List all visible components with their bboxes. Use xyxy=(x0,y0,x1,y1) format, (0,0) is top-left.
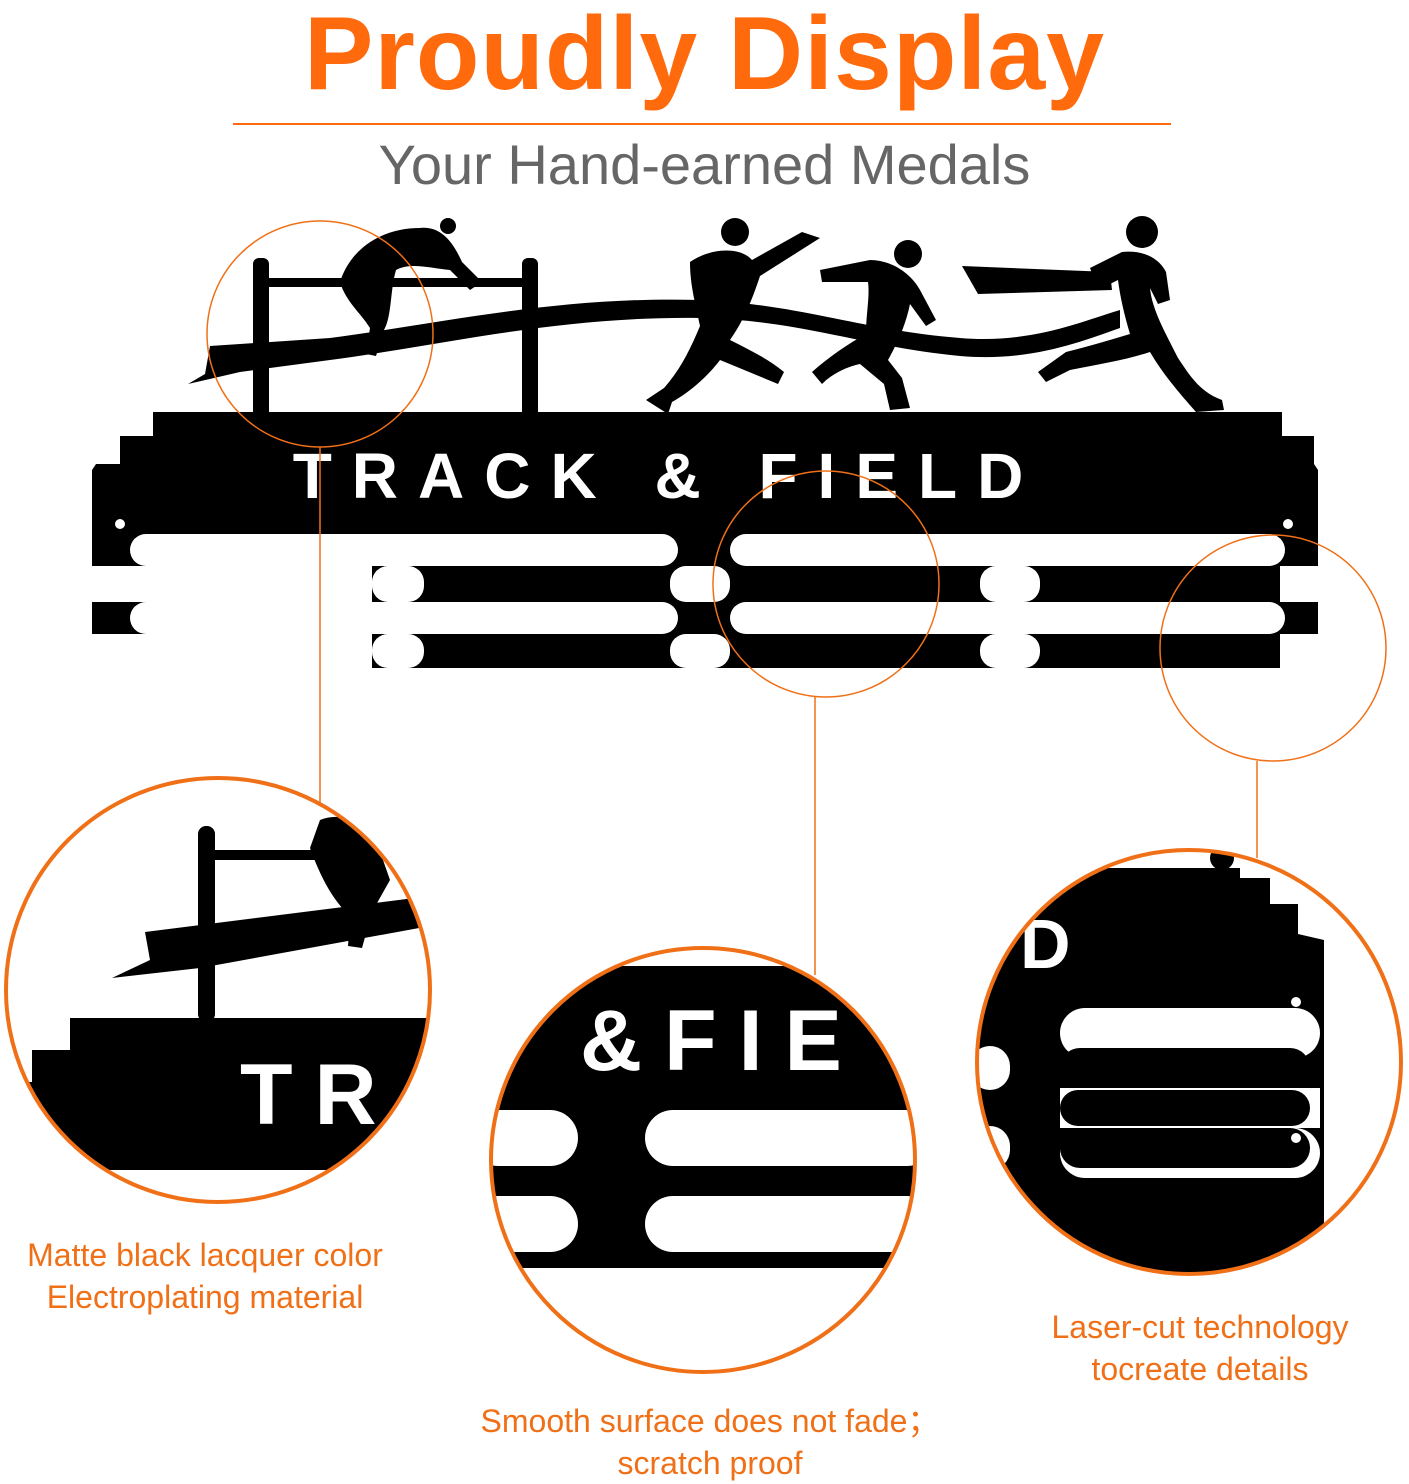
high-jumper-figure xyxy=(340,227,482,356)
feature-caption-laser: Laser-cut technology tocreate details xyxy=(1000,1306,1400,1390)
headline-divider xyxy=(233,123,1171,125)
relay-runner-2-figure xyxy=(812,240,936,410)
headline-subtitle: Your Hand-earned Medals xyxy=(378,133,1031,196)
feature-1-line-2: Electroplating material xyxy=(46,1279,364,1315)
finish-runner-figure xyxy=(1038,216,1224,412)
medal-hanger: TRACK & FIELD xyxy=(92,216,1320,668)
feature-caption-finish: Matte black lacquer color Electroplating… xyxy=(0,1234,410,1318)
high-jump-post-right xyxy=(522,258,538,418)
hanger-slots xyxy=(92,534,1320,668)
headline-title: Proudly Display xyxy=(304,0,1105,112)
zoom-3-text: D xyxy=(1020,905,1071,983)
feature-2-line-2: scratch proof xyxy=(617,1445,803,1481)
feature-3-line-2: tocreate details xyxy=(1091,1351,1309,1387)
zoom-detail-2: &FIE xyxy=(489,946,917,1374)
relay-runner-1-figure xyxy=(646,218,820,414)
feature-2-line-1: Smooth surface does not fade； xyxy=(480,1403,940,1439)
feature-caption-surface: Smooth surface does not fade； scratch pr… xyxy=(400,1400,1020,1484)
callout-circle-3 xyxy=(1159,534,1387,762)
zoom-detail-3: D xyxy=(975,848,1403,1276)
zoom-detail-1: TR xyxy=(4,776,432,1204)
ribbon-wave xyxy=(188,299,1120,384)
high-jumper-head xyxy=(440,218,456,234)
feature-3-line-1: Laser-cut technology xyxy=(1051,1309,1349,1345)
high-jump-bar xyxy=(253,278,538,287)
callout-circle-2 xyxy=(712,470,940,698)
feature-1-line-1: Matte black lacquer color xyxy=(27,1237,383,1273)
zoom-1-text: TR xyxy=(240,1047,399,1143)
ribbon-wave-right xyxy=(962,266,1112,294)
zoom-2-text: &FIE xyxy=(580,993,864,1089)
mounting-holes xyxy=(115,519,1293,649)
sign-text: TRACK & FIELD xyxy=(293,440,1044,512)
high-jump-post-left xyxy=(253,258,269,418)
callout-markers xyxy=(206,220,1387,975)
